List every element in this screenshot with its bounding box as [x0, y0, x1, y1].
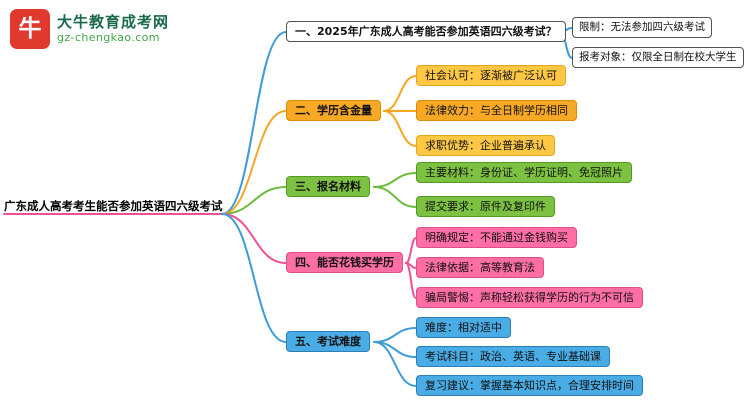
branch-4-child-3: 骗局警惕：声称轻松获得学历的行为不可信: [416, 287, 643, 308]
connector-b2-c3: [383, 110, 417, 147]
connector-root-branch2: [221, 110, 287, 215]
connector-b5-c1: [373, 327, 417, 343]
connector-root-branch4: [221, 213, 287, 264]
branch-2-child-3: 求职优势：企业普遍承认: [416, 135, 555, 156]
connector-root-branch5: [221, 213, 287, 343]
branch-1-child-2: 报考对象：仅限全日制在校大学生: [572, 47, 744, 68]
branch-4-title: 四、能否花钱买学历: [286, 252, 403, 273]
connector-b4-c1: [405, 237, 417, 264]
branch-2-child-2: 法律效力：与全日制学历相同: [416, 100, 577, 121]
logo-domain: gz-chengkao.com: [57, 31, 160, 44]
site-logo[interactable]: 牛 大牛教育成考网 gz-chengkao.com: [10, 9, 169, 49]
branch-3-child-1: 主要材料：身份证、学历证明、免冠照片: [416, 162, 632, 183]
branch-2-title: 二、学历含金量: [286, 100, 381, 121]
logo-text: 大牛教育成考网 gz-chengkao.com: [57, 13, 169, 45]
branch-3-title: 三、报名材料: [286, 176, 370, 197]
branch-4-child-1: 明确规定：不能通过金钱购买: [416, 227, 577, 248]
connector-b3-c2: [373, 186, 417, 208]
connector-root-branch1: [221, 31, 287, 215]
connector-b2-c1: [383, 75, 417, 112]
branch-4-child-2: 法律依据：高等教育法: [416, 257, 544, 278]
branch-2-child-1: 社会认可：逐渐被广泛认可: [416, 65, 566, 86]
connector-b3-c1: [373, 172, 417, 188]
connector-b4-c3: [405, 262, 417, 299]
root-topic: 广东成人高考考生能否参加英语四六级考试: [4, 199, 223, 213]
branch-5-title: 五、考试难度: [286, 331, 370, 352]
bull-glyph: 牛: [18, 15, 42, 42]
logo-title: 大牛教育成考网: [57, 13, 170, 31]
branch-1-title: 一、2025年广东成人高考能否参加英语四六级考试？: [286, 21, 566, 42]
branch-1-child-1: 限制：无法参加四六级考试: [572, 17, 712, 38]
connector-root-branch3: [221, 186, 287, 215]
branch-5-child-2: 考试科目：政治、英语、专业基础课: [416, 346, 610, 367]
branch-5-child-1: 难度：相对适中: [416, 317, 511, 338]
branch-5-child-3: 复习建议：掌握基本知识点，合理安排时间: [416, 375, 643, 396]
branch-3-child-2: 提交要求：原件及复印件: [416, 196, 555, 217]
connector-b5-c3: [373, 341, 417, 387]
bull-logo-icon: 牛: [10, 9, 50, 49]
